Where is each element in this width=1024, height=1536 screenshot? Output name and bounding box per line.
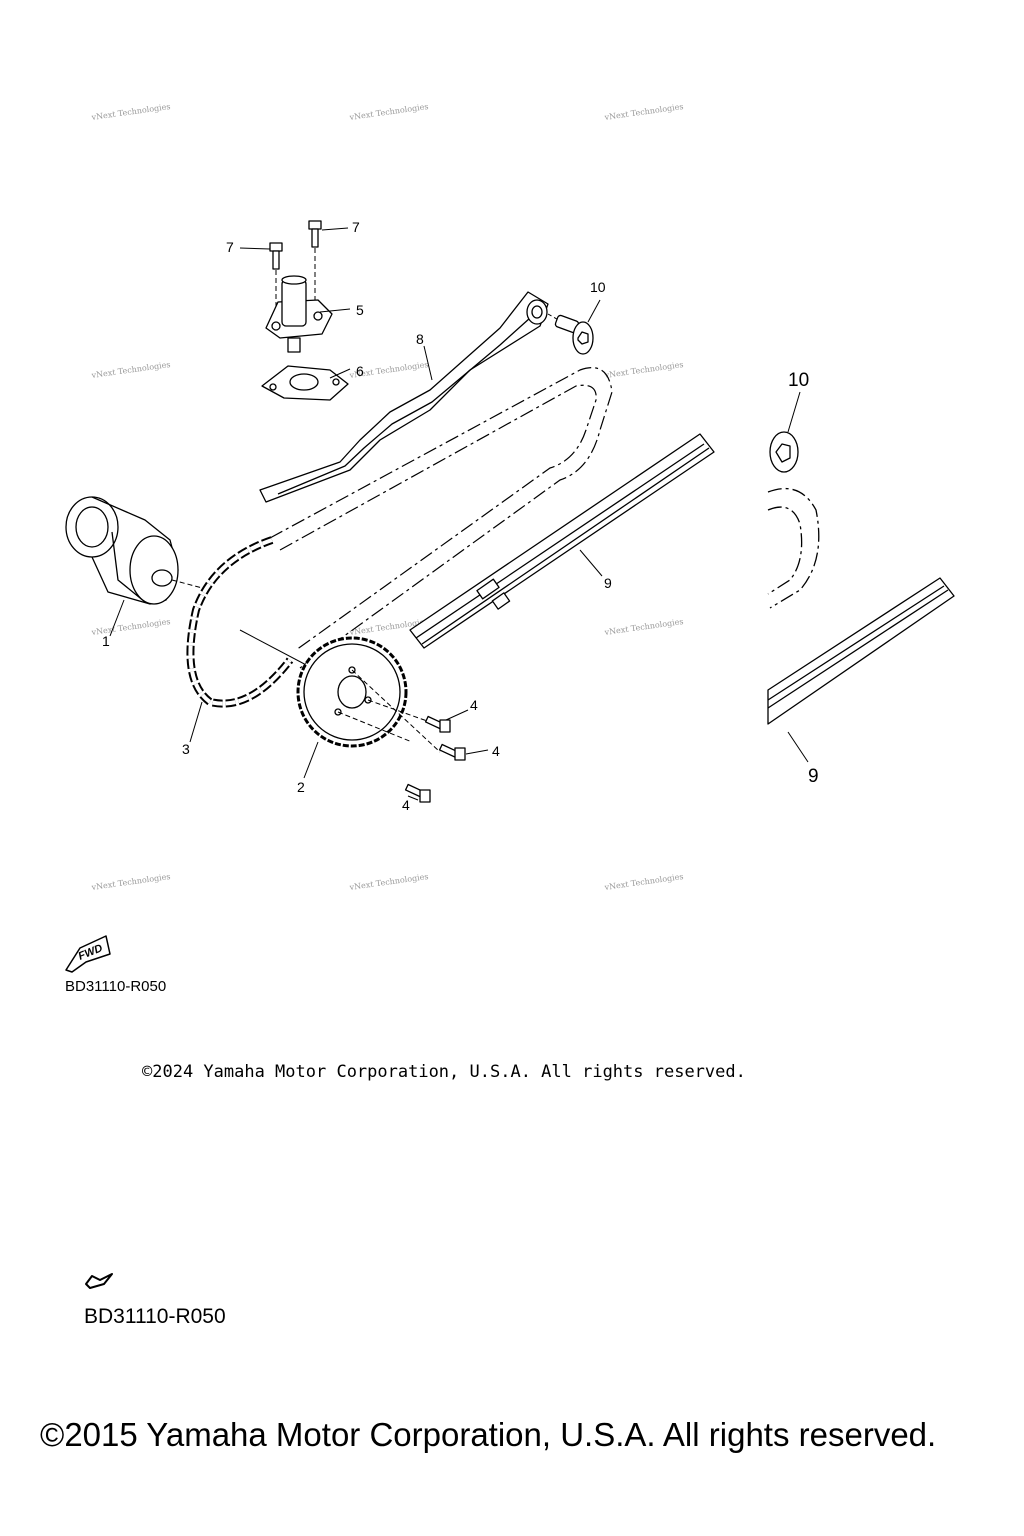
callout-8[interactable]: 8 — [416, 331, 424, 347]
diagram-code-secondary: BD31110-R050 — [84, 1305, 226, 1328]
callout-7-right[interactable]: 7 — [352, 219, 360, 235]
callout-4-c[interactable]: 4 — [402, 797, 410, 813]
cam-sprocket-2[interactable] — [296, 636, 441, 753]
timing-chain-3[interactable] — [186, 367, 613, 708]
chain-tensioner-5[interactable] — [265, 275, 333, 353]
camshaft-1[interactable] — [65, 496, 211, 605]
gasket-6[interactable] — [261, 365, 349, 401]
callouts: 7 7 5 6 8 10 9 1 3 2 4 4 4 10 9 FWD — [77, 219, 819, 963]
watermark: vNext Technologies — [90, 360, 171, 380]
callout-9-zoom[interactable]: 9 — [808, 766, 819, 787]
chain-guide-8[interactable] — [259, 291, 549, 503]
callout-9[interactable]: 9 — [604, 575, 612, 591]
callout-6[interactable]: 6 — [356, 363, 364, 379]
bolt-7-right[interactable] — [308, 220, 322, 300]
watermark: vNext Technologies — [603, 360, 684, 380]
callout-1[interactable]: 1 — [102, 633, 110, 649]
copyright-notice: ©2024 Yamaha Motor Corporation, U.S.A. A… — [142, 1062, 746, 1082]
watermark: vNext Technologies — [348, 102, 429, 122]
bolt-10[interactable] — [547, 313, 594, 355]
callout-10[interactable]: 10 — [590, 279, 606, 295]
callout-2[interactable]: 2 — [297, 779, 305, 795]
copyright-notice-secondary: ©2015 Yamaha Motor Corporation, U.S.A. A… — [40, 1416, 937, 1453]
callout-7-left[interactable]: 7 — [226, 239, 234, 255]
callout-3[interactable]: 3 — [182, 741, 190, 757]
callout-10-zoom[interactable]: 10 — [788, 370, 809, 391]
callout-4-b[interactable]: 4 — [492, 743, 500, 759]
bolt-4-b[interactable] — [438, 743, 466, 761]
zoomed-detail — [767, 431, 955, 725]
watermark: vNext Technologies — [603, 872, 684, 892]
watermarks: vNext Technologies vNext Technologies vN… — [90, 102, 684, 892]
chain-guide-9[interactable] — [409, 433, 715, 649]
bolt-4-c[interactable] — [404, 783, 431, 803]
watermark: vNext Technologies — [348, 872, 429, 892]
fwd-arrow-icon — [65, 935, 111, 973]
leader-lines — [109, 227, 809, 801]
watermark: vNext Technologies — [603, 617, 684, 637]
callout-5[interactable]: 5 — [356, 302, 364, 318]
fwd-arrow-icon-small — [85, 1273, 113, 1289]
watermark: vNext Technologies — [90, 872, 171, 892]
callout-4-a[interactable]: 4 — [470, 697, 478, 713]
watermark: vNext Technologies — [90, 102, 171, 122]
diagram-code: BD31110-R050 — [65, 978, 167, 995]
watermark: vNext Technologies — [603, 102, 684, 122]
bolt-4-a[interactable] — [424, 715, 451, 733]
